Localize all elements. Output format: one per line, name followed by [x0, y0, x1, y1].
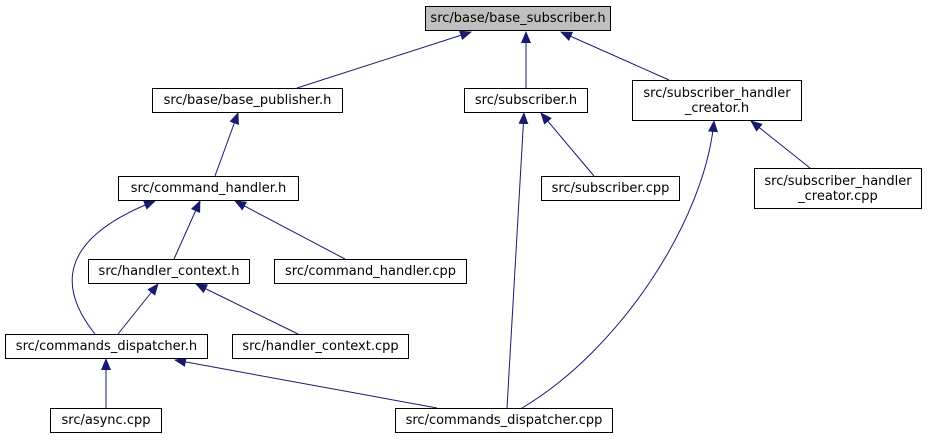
node-subscriber-cpp[interactable]: src/subscriber.cpp [541, 176, 680, 201]
edge-commands-dispatcher-cpp-to-subscriber-handler-creator-h [521, 120, 718, 409]
edge-handler-context-h-to-command-handler-h [173, 200, 201, 260]
edge-command-handler-h-to-base-publisher-h [214, 112, 239, 177]
node-label: src/command_handler.cpp [285, 264, 456, 279]
node-command-handler-h[interactable]: src/command_handler.h [118, 176, 299, 201]
node-label: src/subscriber.h [474, 93, 578, 108]
edge-commands-dispatcher-h-to-handler-context-h [117, 283, 159, 335]
node-label-line-1: src/subscriber_handler [643, 85, 791, 101]
edge-commands-dispatcher-cpp-to-subscriber-h [506, 112, 529, 409]
node-label: src/async.cpp [61, 413, 151, 428]
node-commands-dispatcher-h[interactable]: src/commands_dispatcher.h [5, 334, 208, 359]
edge-subscriber-handler-creator-h-to-base-subscriber-h [560, 31, 670, 81]
node-command-handler-cpp[interactable]: src/command_handler.cpp [274, 259, 467, 284]
node-handler-context-h[interactable]: src/handler_context.h [88, 259, 250, 284]
node-label: src/commands_dispatcher.cpp [405, 413, 603, 428]
node-label: src/commands_dispatcher.h [15, 339, 198, 354]
node-handler-context-cpp[interactable]: src/handler_context.cpp [232, 334, 409, 359]
node-subscriber-handler-creator-cpp[interactable]: src/subscriber_handler _creator.cpp [754, 168, 922, 209]
node-label-line-2: _creator.cpp [798, 188, 878, 204]
node-label: src/command_handler.h [130, 181, 287, 196]
node-label: src/subscriber.cpp [551, 181, 670, 196]
node-label: src/handler_context.h [98, 264, 240, 279]
edge-subscriber-cpp-to-subscriber-h [540, 112, 595, 177]
node-base-publisher-h[interactable]: src/base/base_publisher.h [152, 88, 343, 113]
node-label-line-1: src/subscriber_handler [764, 173, 912, 189]
node-subscriber-h[interactable]: src/subscriber.h [464, 88, 588, 113]
node-async-cpp[interactable]: src/async.cpp [50, 408, 162, 433]
edge-commands-dispatcher-cpp-to-commands-dispatcher-h [174, 357, 438, 409]
node-label: src/base/base_publisher.h [163, 93, 332, 108]
node-subscriber-handler-creator-h[interactable]: src/subscriber_handler _creator.h [632, 80, 802, 121]
edge-command-handler-cpp-to-command-handler-h [234, 200, 346, 260]
edge-base-publisher-h-to-base-subscriber-h [296, 30, 472, 89]
node-label: src/handler_context.cpp [242, 339, 399, 354]
edge-handler-context-cpp-to-handler-context-h [195, 283, 299, 335]
edge-subscriber-handler-creator-cpp-to-subscriber-handler-creator-h [750, 120, 811, 169]
node-label: src/base/base_subscriber.h [430, 11, 606, 26]
node-commands-dispatcher-cpp[interactable]: src/commands_dispatcher.cpp [395, 408, 613, 433]
node-base-subscriber-h[interactable]: src/base/base_subscriber.h [425, 6, 611, 31]
edge-commands-dispatcher-h-to-command-handler-h [71, 200, 156, 335]
node-label-line-2: _creator.h [684, 100, 750, 116]
